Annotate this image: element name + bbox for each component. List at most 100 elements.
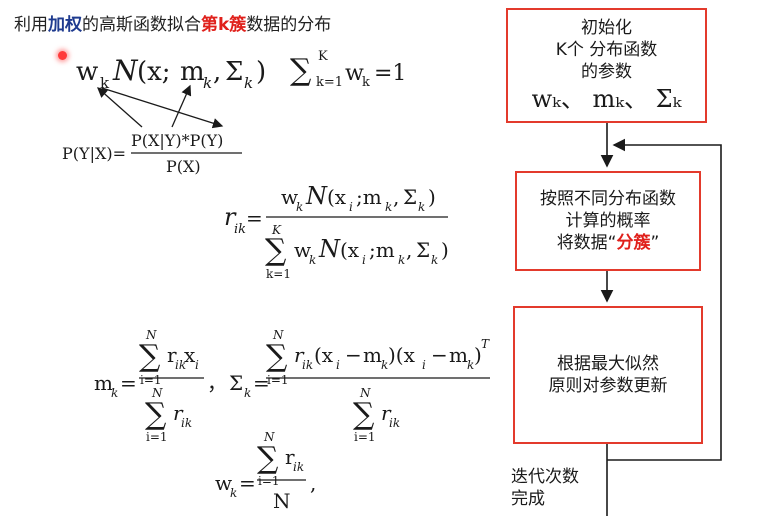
mk-num-sum-bot: i=1 xyxy=(140,373,162,387)
sk-num-x2-sub: i xyxy=(422,358,426,372)
mk-den-r-sub: ik xyxy=(181,416,192,430)
r-lhs-sub: ik xyxy=(234,222,246,237)
weights-sum-constraint: ∑ K k=1 w k =1 xyxy=(290,49,406,90)
mk-den-r: r xyxy=(173,401,184,425)
mk-equals: = xyxy=(120,371,137,395)
r-num-N: N xyxy=(305,182,328,210)
wk-num-r-sub: ik xyxy=(293,460,304,474)
r-den-rest: ;m xyxy=(369,238,395,262)
x-semicolon: (x; xyxy=(137,57,171,87)
r-den-m-sub: k xyxy=(398,253,405,267)
sk-lhs: Σ xyxy=(229,371,243,395)
mk-den-sum: ∑ xyxy=(145,397,167,432)
sum-lower-k1: k=1 xyxy=(316,75,343,90)
r-num-sigma: Σ xyxy=(403,185,417,209)
init-line-3: 的参数 xyxy=(581,61,632,82)
sk-num-minus2: − xyxy=(431,343,448,367)
sk-den-r-sub: ik xyxy=(389,416,400,430)
covariance-update-formula: Σ k = ∑ N i=1 r ik (x i − m k )(x i − m … xyxy=(229,328,490,444)
sigma-subscript: k xyxy=(244,74,253,92)
sk-num-minus1: − xyxy=(345,343,362,367)
r-den-w-sub: k xyxy=(309,253,316,267)
w-symbol: w xyxy=(76,57,98,87)
done-line-1: 迭代次数 xyxy=(511,467,579,487)
title-text-3: 数据的分布 xyxy=(246,15,332,35)
sk-num-x1-sub: i xyxy=(336,358,340,372)
r-den-sigma-sub: k xyxy=(431,253,438,267)
r-lhs: r xyxy=(224,203,237,231)
r-den-sigma: Σ xyxy=(416,238,430,262)
title-kth-cluster: 第k簇 xyxy=(201,15,247,35)
mk-num-x-sub: i xyxy=(195,358,199,372)
r-num-rest: ;m xyxy=(356,185,382,209)
sk-den-r: r xyxy=(381,401,392,425)
sk-num-mid: )(x xyxy=(388,343,416,367)
m-step-line-1: 根据最大似然 xyxy=(557,354,659,374)
sk-den-sum-bot: i=1 xyxy=(354,430,376,444)
init-line-2: K个 分布函数 xyxy=(555,39,658,60)
e-step-line-3-post: ” xyxy=(650,233,660,253)
wk-comma: , xyxy=(310,471,316,495)
mk-num-sum-top: N xyxy=(145,328,157,342)
sk-den-sum: ∑ xyxy=(353,397,375,432)
m-step-line-2: 原则对参数更新 xyxy=(548,376,668,396)
init-params-symbols: wₖ、 mₖ、 Σₖ xyxy=(531,84,682,113)
weight-update-formula: w k = ∑ N i=1 r ik N , xyxy=(215,430,316,513)
r-den-x-sub: i xyxy=(362,253,366,267)
sk-den-sum-top: N xyxy=(359,386,371,400)
cluster-highlight: 分簇 xyxy=(616,233,651,253)
mk-lhs: m xyxy=(94,371,113,395)
wk-equals: = xyxy=(239,471,256,495)
e-step-line-1: 按照不同分布函数 xyxy=(540,189,676,209)
weighted-gaussian-term: w k N (x; m k , Σ k ) xyxy=(76,54,266,92)
r-den-close: ) xyxy=(441,238,449,262)
sk-num-m1: m xyxy=(363,343,382,367)
gaussian-N: N xyxy=(112,54,139,87)
sk-num-sum-top: N xyxy=(272,328,284,342)
mk-num-r-sub: ik xyxy=(175,358,186,372)
r-den-comma: , xyxy=(406,238,412,262)
sk-num-sum-bot: i=1 xyxy=(267,373,289,387)
comma-1: , xyxy=(213,57,221,87)
r-den-sum-bot: k=1 xyxy=(266,267,291,281)
r-den-x: (x xyxy=(340,238,360,262)
r-num-comma: , xyxy=(393,185,399,209)
sk-num-transpose: T xyxy=(481,337,490,351)
e-step-line-2: 计算的概率 xyxy=(565,211,651,231)
sk-num-m2-sub: k xyxy=(467,358,474,372)
r-num-close: ) xyxy=(428,185,436,209)
r-num-x: (x xyxy=(327,185,347,209)
m-symbol: m xyxy=(180,57,205,87)
mk-lhs-sub: k xyxy=(111,386,118,400)
bayes-numerator: P(X|Y)*P(Y) xyxy=(131,131,223,150)
mapping-arrows xyxy=(97,84,224,129)
bayes-formula: P(Y|X)= P(X|Y)*P(Y) P(X) xyxy=(62,131,242,176)
title-text-1: 利用 xyxy=(14,15,48,35)
mk-den-sum-bot: i=1 xyxy=(146,430,168,444)
sum-upper-K: K xyxy=(318,49,328,64)
mk-num-sum: ∑ xyxy=(139,339,161,374)
r-num-m-sub: k xyxy=(385,200,392,214)
responsibility-formula: r ik = w k N (x i (x; ;m k , Σ k ) ∑ K k… xyxy=(224,182,449,281)
slide-title: 利用加权的高斯函数拟合第k簇数据的分布 xyxy=(14,10,331,35)
mk-num-r: r xyxy=(167,343,177,367)
sk-lhs-sub: k xyxy=(244,386,251,400)
close-paren: ) xyxy=(256,57,266,87)
flow-connectors xyxy=(600,123,722,516)
sum-w-sub: k xyxy=(362,75,370,90)
wk-lhs-sub: k xyxy=(230,486,237,500)
init-line-1: 初始化 xyxy=(581,17,632,38)
sk-num-x1: (x xyxy=(314,343,334,367)
r-num-sigma-sub: k xyxy=(418,200,425,214)
wk-num-sum-top: N xyxy=(263,430,275,444)
r-num-w: w xyxy=(281,185,298,209)
mean-update-formula: m k = ∑ N i=1 r ik x i ∑ N i=1 r ik ， xyxy=(94,328,227,444)
m-subscript: k xyxy=(203,74,212,92)
wk-num-sum-bot: i=1 xyxy=(258,474,280,488)
r-den-N: N xyxy=(318,235,341,263)
r-num-w-sub: k xyxy=(296,200,303,214)
r-den-sum: ∑ xyxy=(265,233,287,268)
init-params-box: 初始化 K个 分布函数 的参数 wₖ、 mₖ、 Σₖ xyxy=(506,8,707,123)
e-step-line-3: 将数据“分簇” xyxy=(557,232,660,254)
